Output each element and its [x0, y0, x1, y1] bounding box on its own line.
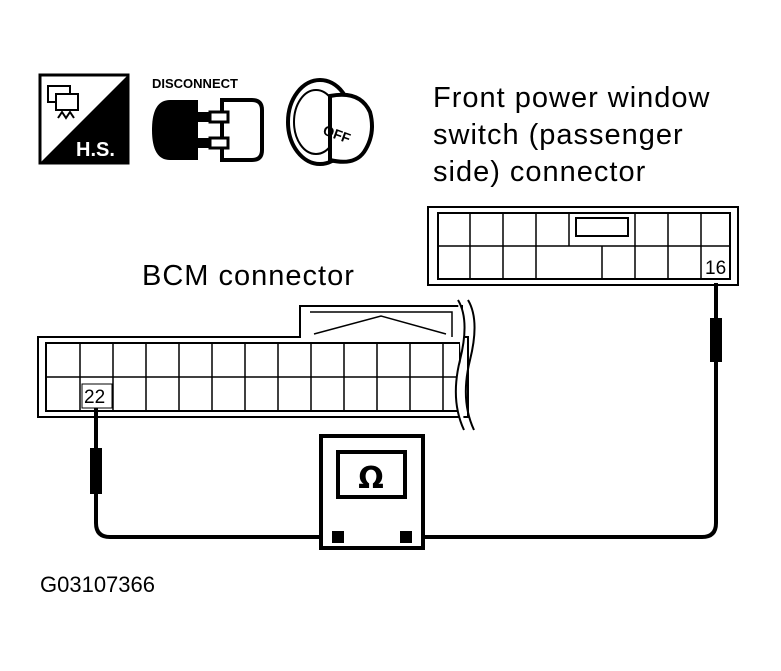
disconnect-label: DISCONNECT [152, 76, 238, 91]
front-switch-title-line-1: Front power window [433, 82, 711, 114]
probe-leads [90, 283, 722, 539]
front-switch-title-line-2: switch (passenger [433, 119, 684, 151]
hs-label: H.S. [76, 139, 115, 161]
ohm-symbol: Ω [358, 461, 384, 496]
ohmmeter: Ω [319, 434, 425, 550]
bcm-connector: 22 [37, 299, 476, 431]
hs-icon: H.S. [38, 73, 130, 165]
front-switch-title-line-3: side) connector [433, 156, 647, 188]
ignition-off-icon: OFF [286, 78, 374, 166]
front-switch-connector: 16 [427, 206, 739, 286]
figure-id: G03107366 [40, 572, 155, 597]
pin-22-label: 22 [84, 387, 105, 408]
front-switch-connector-title: Front power window switch (passenger sid… [433, 80, 711, 191]
bcm-connector-title: BCM connector [142, 260, 355, 292]
pin-16-label: 16 [705, 258, 726, 279]
disconnect-icon: DISCONNECT [152, 76, 264, 162]
